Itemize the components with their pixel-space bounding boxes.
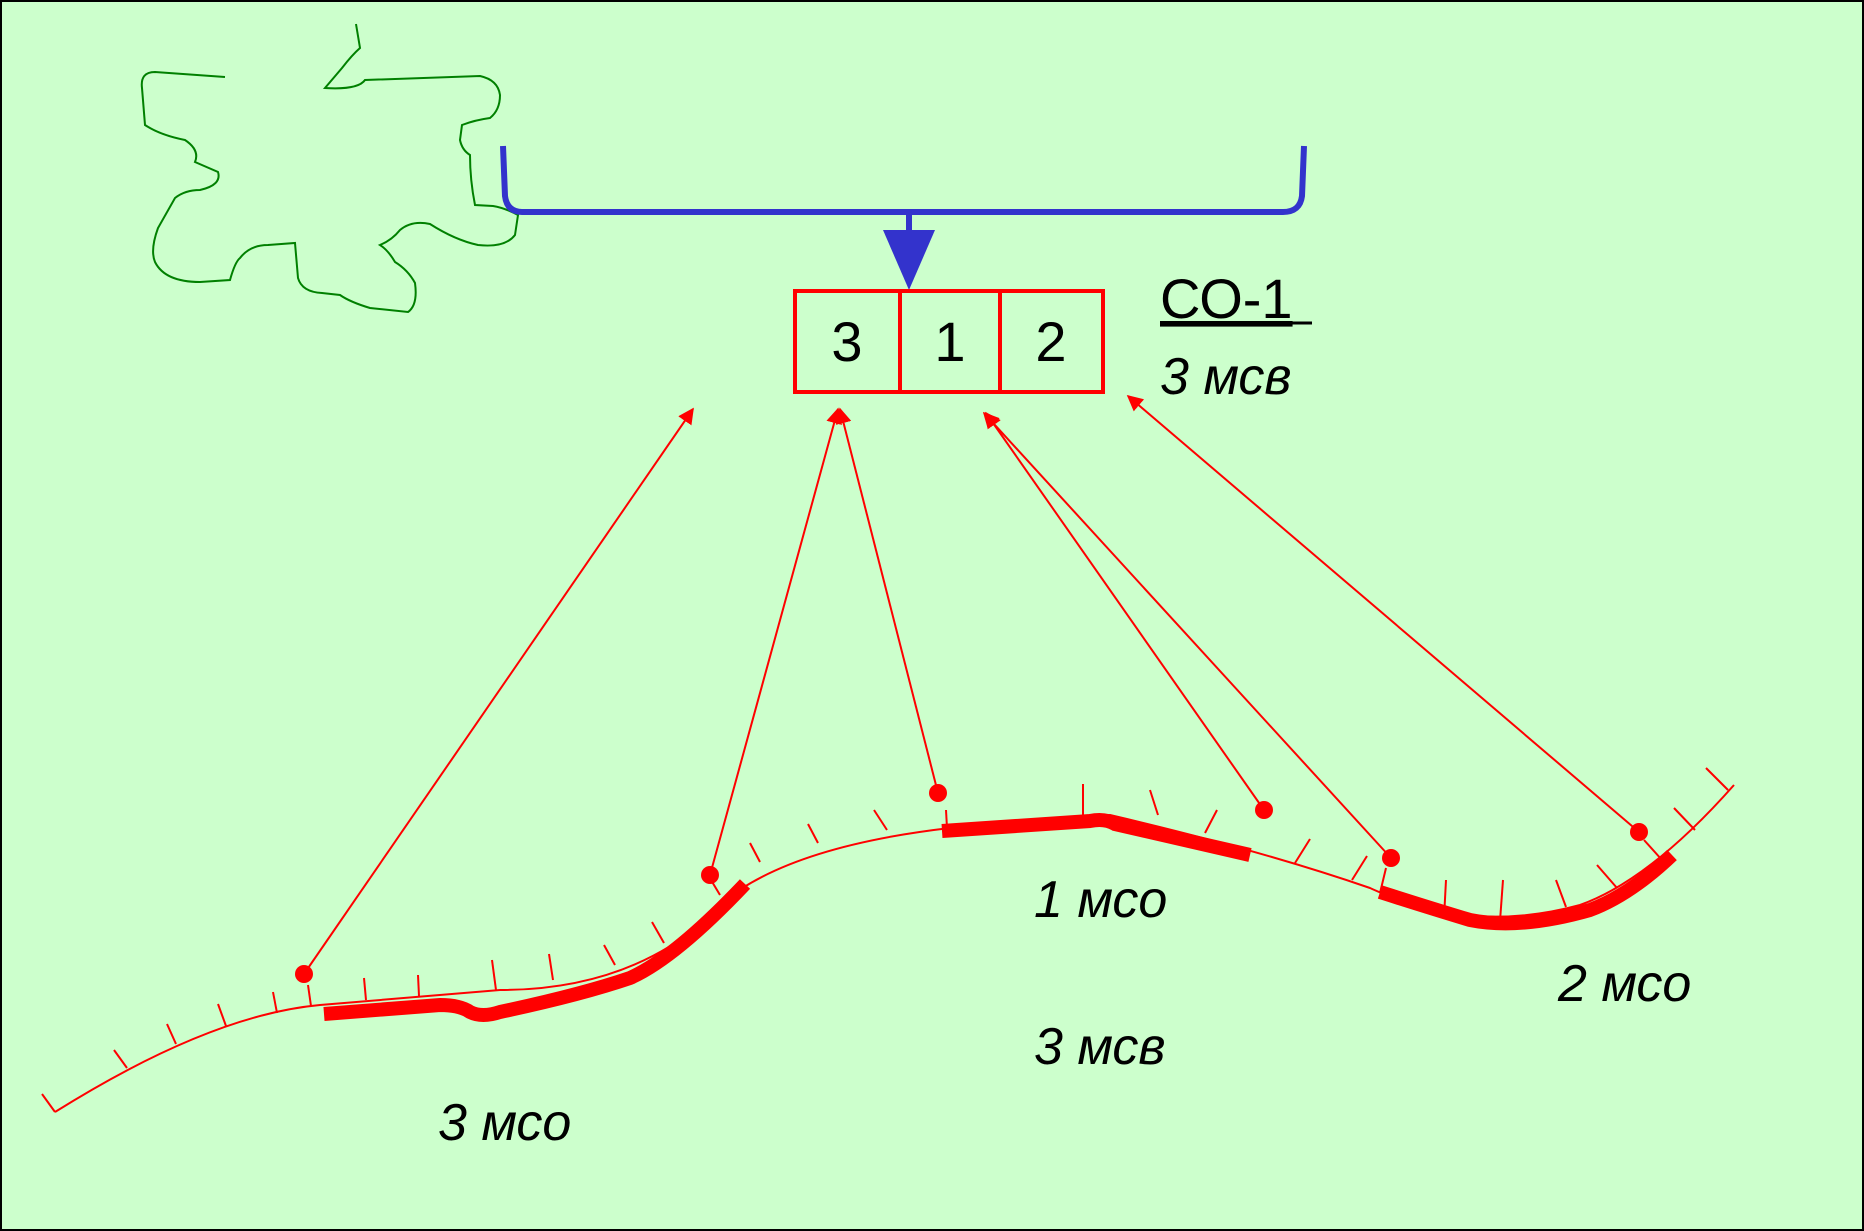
flow-arrow (985, 411, 1265, 811)
code-cell (793, 289, 902, 394)
station-name: СО-1 (1160, 267, 1293, 330)
river-segment-middle (941, 813, 1252, 862)
flow-arrows (303, 394, 1640, 975)
code-box: 3 1 2 (793, 289, 1105, 394)
code-cell-label: 1 (934, 310, 965, 373)
river-channel (54, 784, 1735, 1113)
river-segment-right (1377, 849, 1677, 931)
section-label-center-bottom: 3 мсв (1034, 1018, 1166, 1076)
station-unit: 3 мсв (1160, 348, 1292, 406)
flow-arrow (982, 411, 1392, 859)
code-cell-label: 3 (831, 310, 862, 373)
section-label-right: 2 мсо (1557, 955, 1691, 1013)
section-label-left: 3 мсо (438, 1094, 571, 1152)
code-cell-label: 2 (1035, 310, 1066, 373)
flow-arrow (303, 407, 694, 975)
flow-arrow (835, 407, 939, 794)
flow-arrow (1126, 394, 1640, 833)
river-segment-left (323, 879, 751, 1022)
code-cell (898, 289, 1002, 394)
collector-bracket-icon (500, 145, 1307, 215)
arrow-down-icon (883, 230, 935, 290)
basin-outline-icon (140, 23, 520, 314)
channel-ticks (41, 767, 1729, 1113)
section-label-middle: 1 мсо (1034, 871, 1167, 929)
code-cell (998, 289, 1105, 394)
flow-arrow (709, 407, 842, 876)
